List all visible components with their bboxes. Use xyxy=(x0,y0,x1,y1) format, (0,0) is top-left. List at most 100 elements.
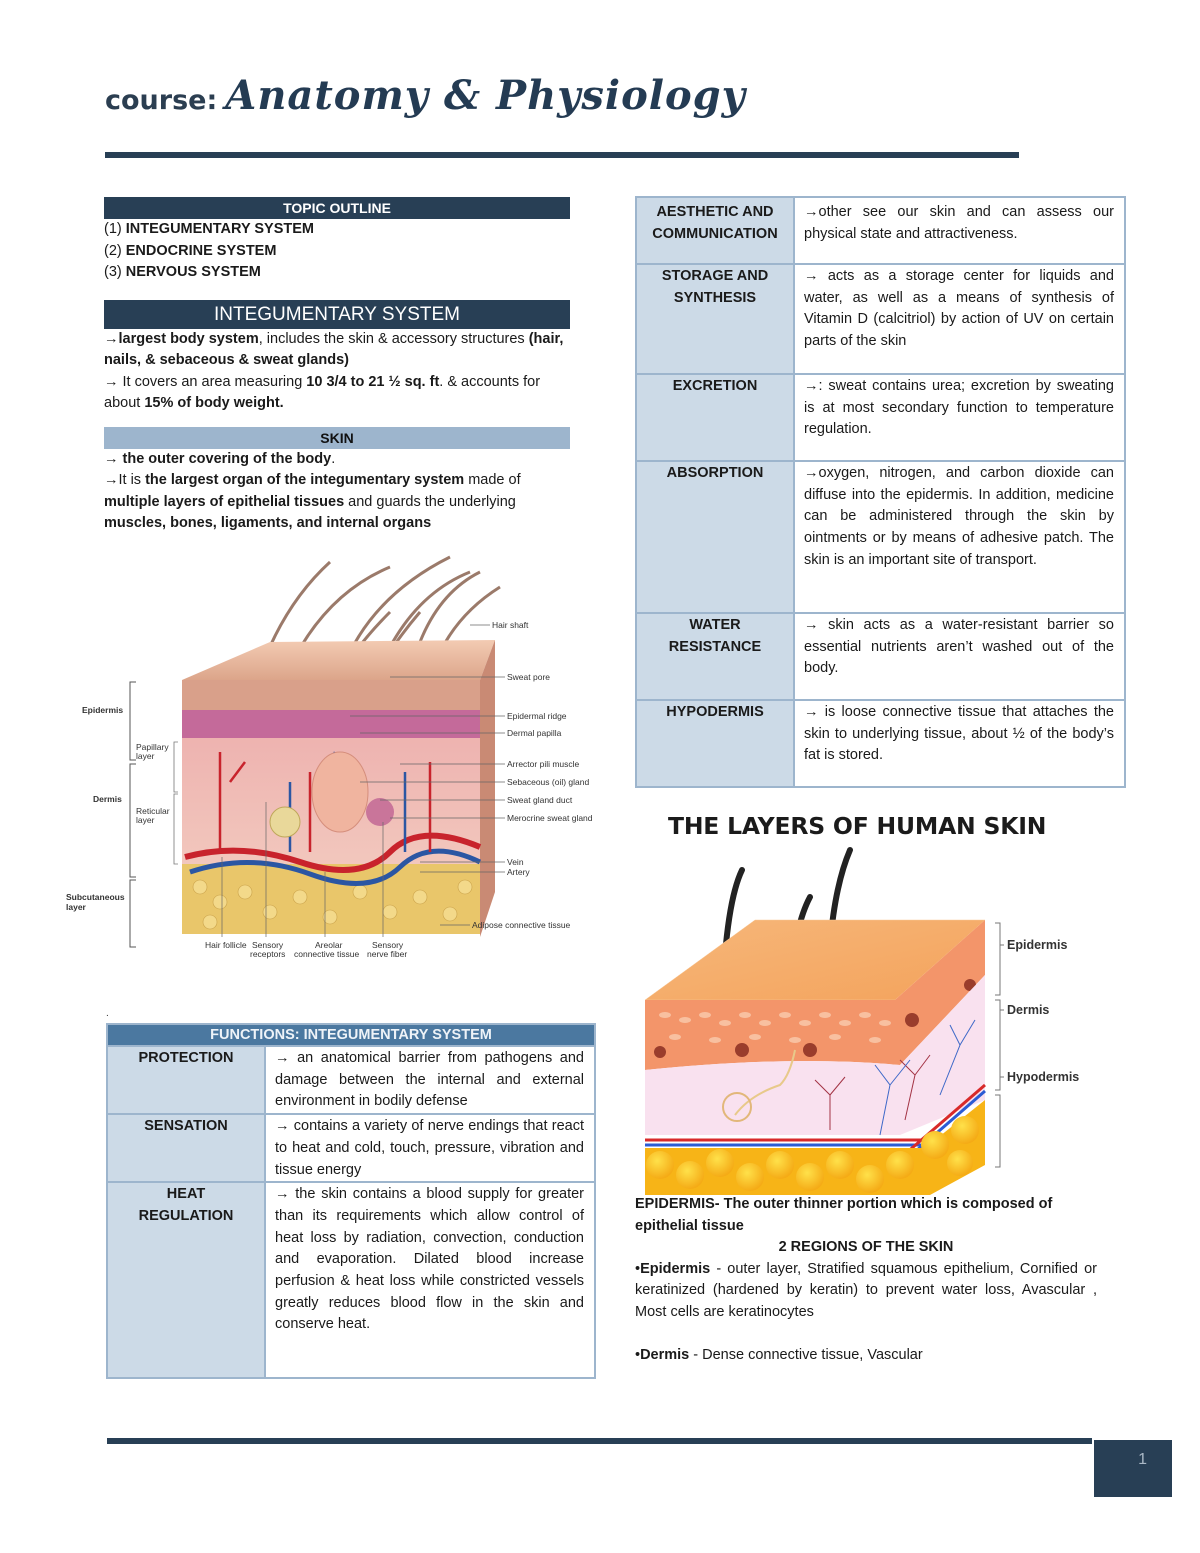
bold-text: 10 3/4 to 21 ½ sq. ft xyxy=(306,373,440,390)
bullet-icon: • xyxy=(635,1260,641,1277)
text: - outer layer, Stratified squamous epith… xyxy=(635,1260,1097,1320)
label-sebaceous-gland: Sebaceous (oil) gland xyxy=(507,777,589,787)
table-row: ABSORPTION →oxygen, nitrogen, and carbon… xyxy=(635,460,1126,614)
label-hypodermis: Hypodermis xyxy=(1007,1070,1079,1084)
outline-num: (3) xyxy=(104,264,122,280)
label-merocrine-gland: Merocrine sweat gland xyxy=(507,813,593,823)
text: →It is xyxy=(104,472,146,488)
bullet-icon: • xyxy=(635,1346,641,1363)
text: . xyxy=(331,450,336,467)
label-arrector-pili: Arrector pili muscle xyxy=(507,759,580,769)
integumentary-paragraph-1: →largest body system, includes the skin … xyxy=(104,329,570,372)
label-epidermal-ridge: Epidermal ridge xyxy=(507,711,567,721)
bold-text: multiple layers of epithelial tissues xyxy=(104,493,345,510)
label-reticular: Reticular xyxy=(136,806,170,816)
function-value: → contains a variety of nerve endings th… xyxy=(264,1113,596,1184)
label-artery: Artery xyxy=(507,867,530,877)
text: → It covers an area measuring xyxy=(104,373,307,390)
bold-text: EPIDERMIS- The outer thinner portion whi… xyxy=(635,1196,1053,1212)
stray-dot: . xyxy=(106,1008,109,1019)
table-row: AESTHETIC AND COMMUNICATION →other see o… xyxy=(635,196,1126,265)
outline-label: NERVOUS SYSTEM xyxy=(125,264,261,280)
function-value: → acts as a storage center for liquids a… xyxy=(793,263,1126,375)
function-key: HYPODERMIS xyxy=(635,699,795,788)
label-epidermis: Epidermis xyxy=(82,705,123,715)
skin-header: SKIN xyxy=(104,426,570,449)
bold-text: 2 REGIONS OF THE SKIN xyxy=(778,1239,954,1255)
function-value: → the skin contains a blood supply for g… xyxy=(264,1181,596,1380)
layers-diagram-title: THE LAYERS OF HUMAN SKIN xyxy=(668,812,1047,840)
arrow: → xyxy=(104,450,123,467)
table-row: PROTECTION → an anatomical barrier from … xyxy=(106,1044,596,1116)
table-row: WATER RESISTANCE → skin acts as a water-… xyxy=(635,612,1126,701)
label-papillary-layer: layer xyxy=(136,751,155,761)
bold-text: the outer covering of the body xyxy=(122,450,332,467)
course-label: course: xyxy=(105,85,218,116)
bold-text: largest body system xyxy=(118,330,259,347)
function-value: →other see our skin and can assess our p… xyxy=(793,196,1126,265)
functions-table-left: FUNCTIONS: INTEGUMENTARY SYSTEM PROTECTI… xyxy=(106,1023,596,1380)
label-reticular-layer: layer xyxy=(136,815,155,825)
skin-cross-section-diagram: Epidermis Dermis Subcutaneous layer Papi… xyxy=(60,552,600,970)
spacer xyxy=(635,1323,1097,1345)
label-epidermis: Epidermis xyxy=(1007,938,1067,952)
label-adipose-tissue: Adipose connective tissue xyxy=(472,920,571,930)
label-nerve-fiber: nerve fiber xyxy=(367,949,407,959)
skin-layers-illustration: Epidermis Dermis Hypodermis xyxy=(644,847,1079,1195)
outline-item: (2) ENDOCRINE SYSTEM xyxy=(104,241,570,263)
label-hair-shaft: Hair shaft xyxy=(492,620,529,630)
outline-label: INTEGUMENTARY SYSTEM xyxy=(125,221,315,237)
bold-text: Epidermis xyxy=(640,1260,711,1277)
label-sweat-gland-duct: Sweat gland duct xyxy=(507,795,573,805)
label-sensory: Sensory xyxy=(372,940,404,950)
table-row: HEAT REGULATION → the skin contains a bl… xyxy=(106,1181,596,1380)
outline-item: (1) INTEGUMENTARY SYSTEM xyxy=(104,219,570,241)
function-key: STORAGE AND SYNTHESIS xyxy=(635,263,795,375)
label-sensory: Sensory xyxy=(252,940,284,950)
outline-item: (3) NERVOUS SYSTEM xyxy=(104,262,570,284)
table-row: SENSATION → contains a variety of nerve … xyxy=(106,1113,596,1184)
bold-text: 15% of body weight. xyxy=(144,395,284,411)
table-row: EXCRETION →: sweat contains urea; excret… xyxy=(635,373,1126,462)
function-key: AESTHETIC AND COMMUNICATION xyxy=(635,196,795,265)
footer-divider xyxy=(107,1438,1092,1444)
label-subcutaneous-layer: layer xyxy=(66,902,87,912)
left-column: TOPIC OUTLINE (1) INTEGUMENTARY SYSTEM (… xyxy=(104,197,570,535)
outline-num: (2) xyxy=(104,242,122,259)
course-title: course: Anatomy & Physiology xyxy=(105,72,746,132)
bold-text: Dermis xyxy=(640,1346,690,1363)
functions-table-header: FUNCTIONS: INTEGUMENTARY SYSTEM xyxy=(106,1023,596,1047)
function-value: →oxygen, nitrogen, and carbon dioxide ca… xyxy=(793,460,1126,614)
skin-paragraph-1: → the outer covering of the body. xyxy=(104,449,570,471)
regions-title: 2 REGIONS OF THE SKIN xyxy=(635,1237,1097,1259)
topic-outline-header: TOPIC OUTLINE xyxy=(104,197,570,219)
text: epithelial tissue xyxy=(635,1217,744,1234)
outline-label: ENDOCRINE SYSTEM xyxy=(125,242,277,259)
text: and guards the underlying xyxy=(344,493,516,510)
function-key: SENSATION xyxy=(106,1113,266,1184)
header-divider xyxy=(105,152,1019,158)
label-hair-follicle: Hair follicle xyxy=(205,940,247,950)
page-number: 1 xyxy=(1094,1440,1172,1497)
bold-text: the largest organ of the integumentary s… xyxy=(145,472,465,488)
text: - Dense connective tissue, Vascular xyxy=(689,1346,923,1363)
function-key: ABSORPTION xyxy=(635,460,795,614)
region-dermis: •Dermis - Dense connective tissue, Vascu… xyxy=(635,1345,1097,1367)
label-receptors: receptors xyxy=(250,949,285,959)
function-key: EXCRETION xyxy=(635,373,795,462)
text: made of xyxy=(464,472,521,488)
label-vein: Vein xyxy=(507,857,524,867)
arrow: → xyxy=(104,330,119,347)
label-connective-tissue: connective tissue xyxy=(294,949,359,959)
bold-text: (hair, nails, & sebaceous & sweat glands… xyxy=(104,330,564,369)
table-row: STORAGE AND SYNTHESIS → acts as a storag… xyxy=(635,263,1126,375)
function-value: → skin acts as a water-resistant barrier… xyxy=(793,612,1126,701)
function-value: →: sweat contains urea; excretion by swe… xyxy=(793,373,1126,462)
function-key: HEAT REGULATION xyxy=(106,1181,266,1380)
integumentary-paragraph-2: → It covers an area measuring 10 3/4 to … xyxy=(104,372,570,415)
function-value: → is loose connective tissue that attach… xyxy=(793,699,1126,788)
label-dermis: Dermis xyxy=(1007,1003,1049,1017)
label-subcutaneous: Subcutaneous xyxy=(66,892,125,902)
topic-outline-list: (1) INTEGUMENTARY SYSTEM (2) ENDOCRINE S… xyxy=(104,219,570,284)
label-areolar: Areolar xyxy=(315,940,343,950)
